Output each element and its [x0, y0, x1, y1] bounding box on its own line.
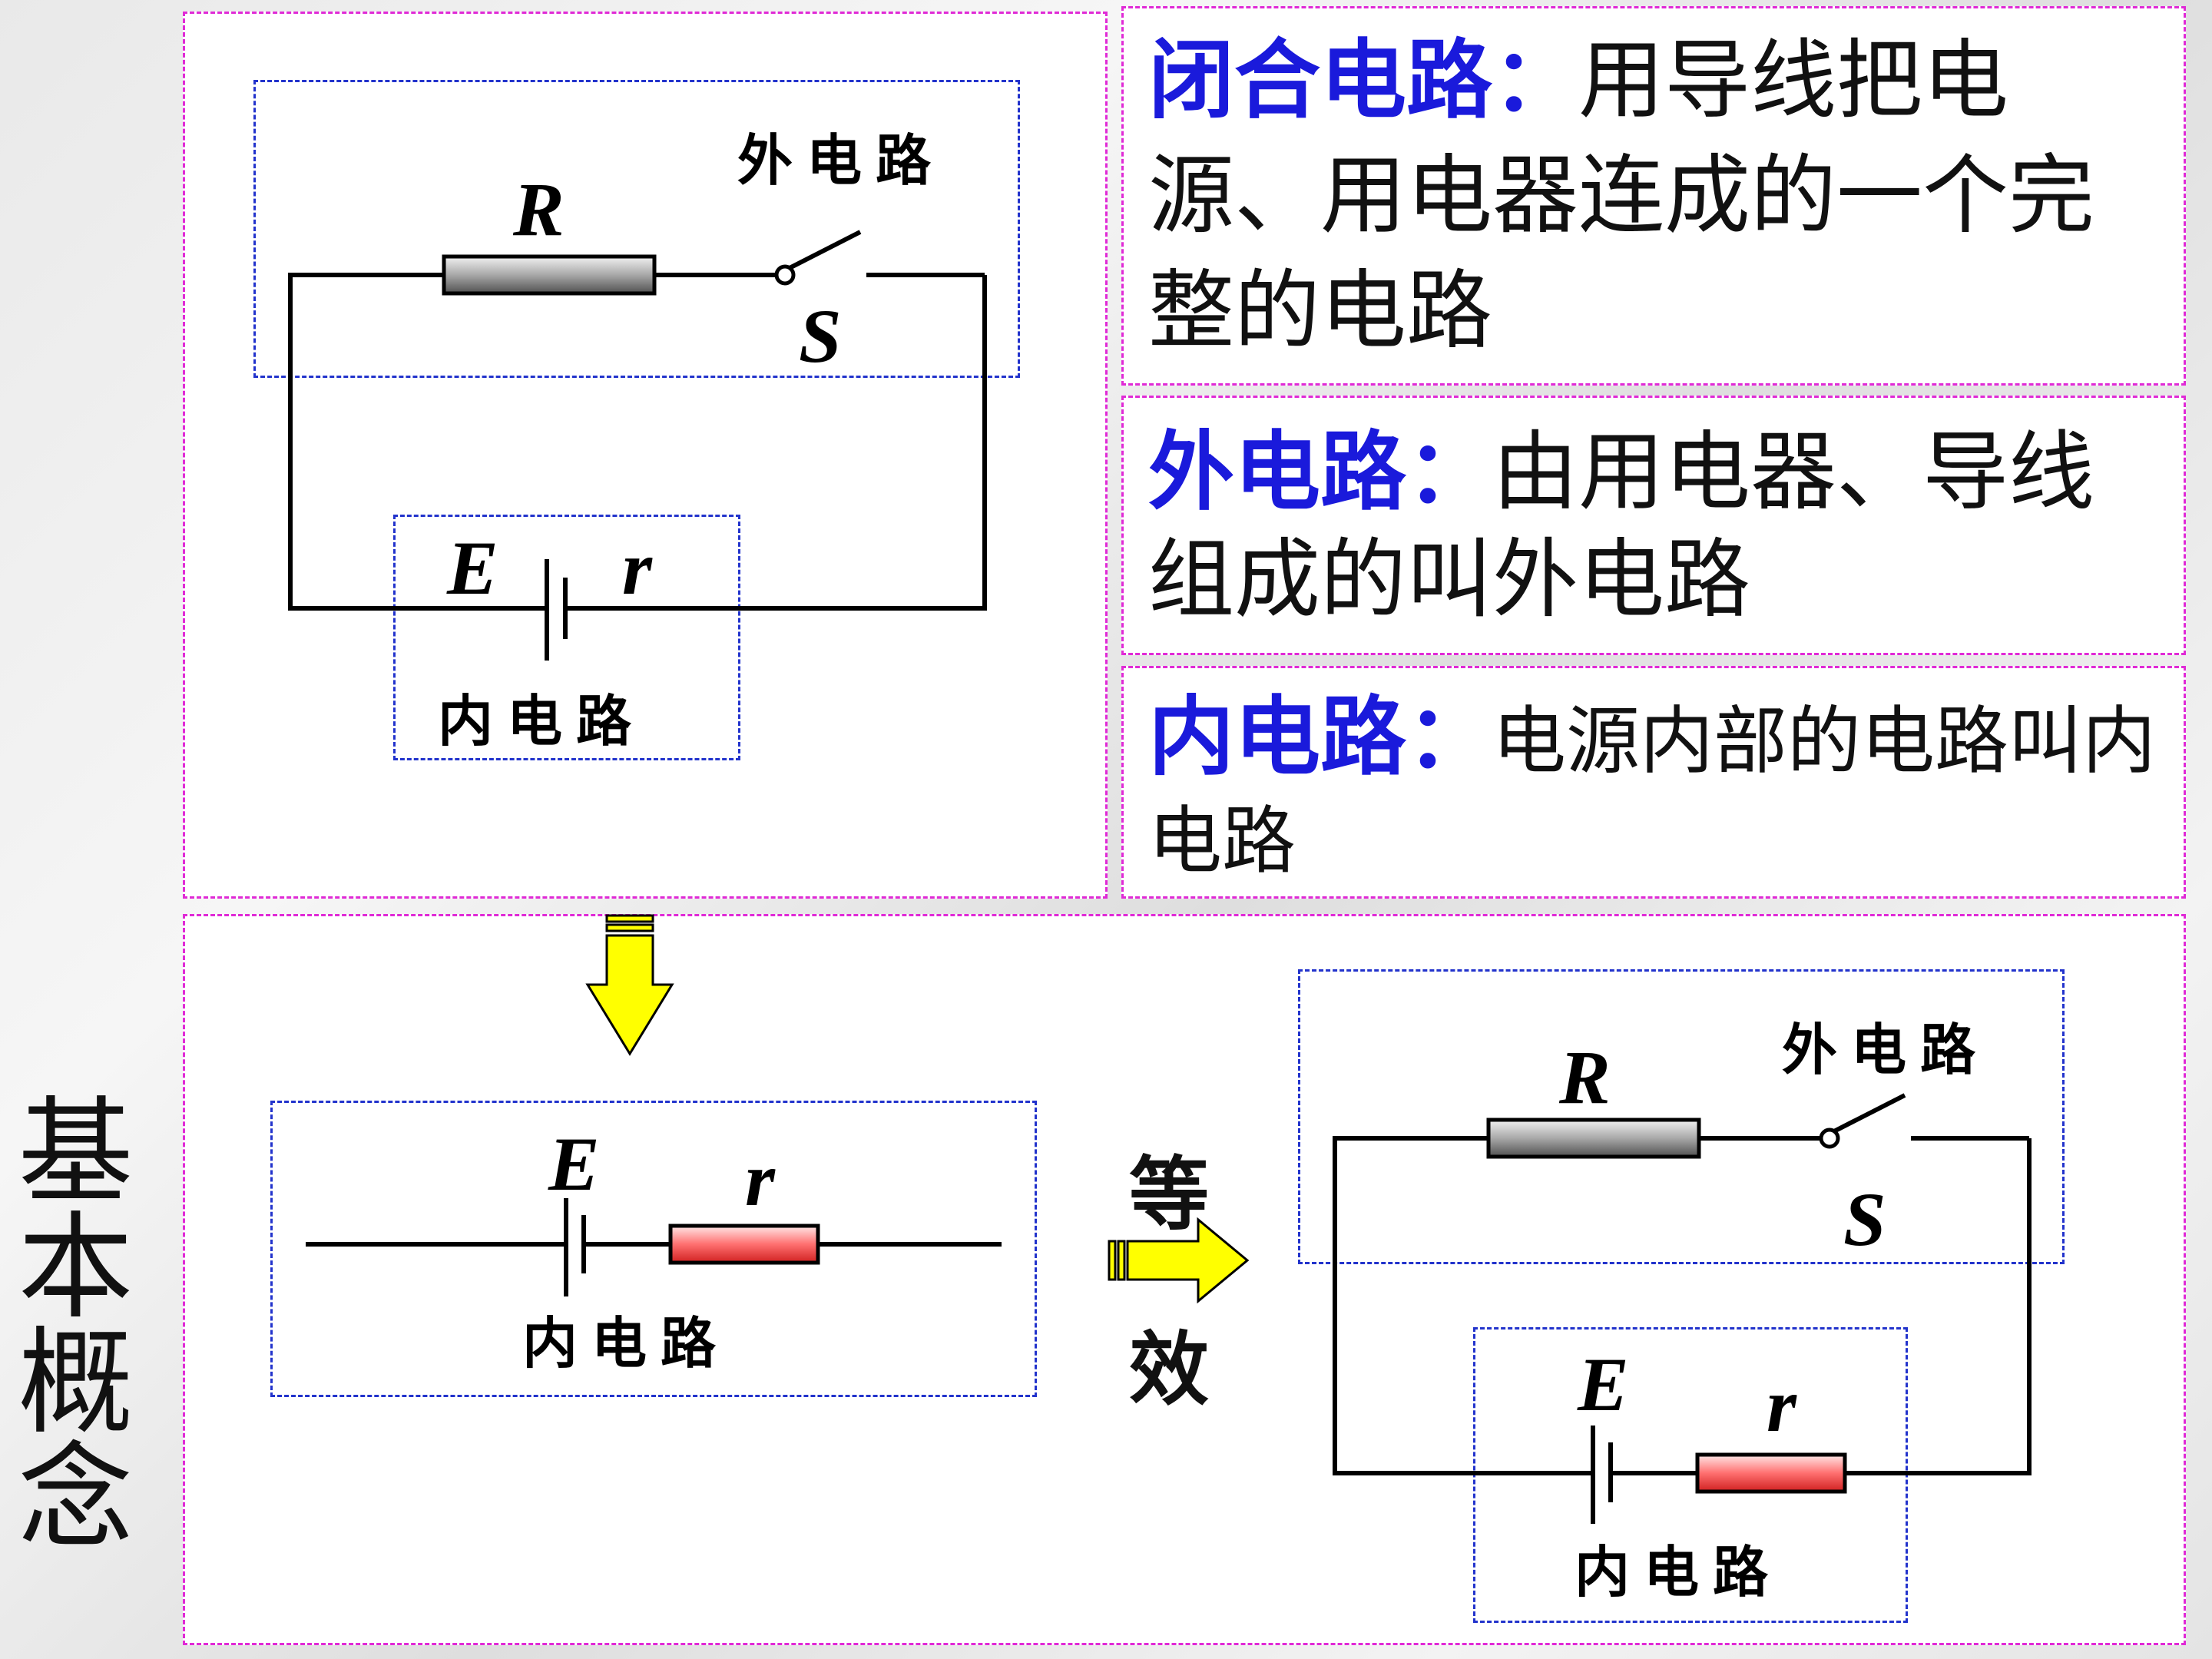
right-internal-resistor-r: [1695, 1452, 1847, 1494]
outer-region-box-top: [253, 80, 1020, 378]
inner-region-box-top: [393, 515, 740, 760]
top-r-label: r: [622, 525, 652, 611]
outer-circuit-term: 外电路：: [1148, 422, 1492, 522]
outer-region-box-right: [1298, 969, 2065, 1264]
standalone-r-label: r: [745, 1137, 775, 1222]
top-R-label: R: [513, 167, 565, 252]
closed-circuit-term: 闭合电路：: [1148, 31, 1578, 131]
right-resistor-R: [1486, 1118, 1701, 1159]
standalone-inner-circuit-label: 内电路: [522, 1311, 730, 1376]
inner-circuit-term: 内电路：: [1148, 687, 1492, 787]
top-switch-contact: [774, 264, 796, 286]
standalone-inner-circuit: [306, 1198, 1002, 1296]
right-S-label: S: [1843, 1177, 1886, 1262]
right-inner-circuit-label: 内电路: [1575, 1540, 1783, 1604]
right-switch-contact: [1819, 1128, 1840, 1149]
top-inner-circuit-label: 内电路: [438, 689, 646, 753]
top-outer-circuit-label: 外电路: [737, 128, 945, 193]
top-E-label: E: [447, 525, 498, 611]
right-outer-circuit-label: 外电路: [1782, 1018, 1990, 1082]
right-R-label: R: [1559, 1035, 1611, 1120]
inner-circuit-text: 电源内部的电路叫内电路: [1148, 698, 2156, 884]
equivalent-label-bottom: 效: [1129, 1323, 1210, 1416]
panel-closed-circuit-definition: [1121, 6, 2186, 386]
right-arrow-icon: [1108, 1217, 1250, 1304]
panel-outer-circuit-definition: [1121, 396, 2186, 655]
right-r-label: r: [1767, 1363, 1796, 1448]
top-resistor-R: [442, 254, 657, 296]
right-circuit: [1333, 1093, 2032, 1524]
top-circuit: [288, 230, 987, 661]
outer-circuit-text: 由用电器、导线组成的叫外电路: [1148, 422, 2094, 630]
top-S-label: S: [799, 293, 842, 379]
right-E-label: E: [1578, 1342, 1629, 1427]
inner-region-box-standalone: [270, 1101, 1037, 1397]
inner-circuit-definition: 内电路：电源内部的电路叫内电路: [1148, 687, 2170, 891]
down-arrow-icon: [585, 914, 674, 1056]
equivalent-label-top: 等: [1129, 1147, 1210, 1241]
side-title: 基本概念: [0, 1091, 132, 1551]
closed-circuit-definition: 闭合电路：用导线把电源、用电器连成的一个完整的电路: [1148, 23, 2177, 369]
standalone-internal-resistor-r: [668, 1224, 820, 1265]
outer-circuit-definition: 外电路：由用电器、导线组成的叫外电路: [1148, 419, 2162, 634]
panel-top-left-circuit: [183, 12, 1108, 899]
standalone-E-label: E: [548, 1121, 600, 1207]
closed-circuit-text: 用导线把电源、用电器连成的一个完整的电路: [1148, 31, 2094, 361]
panel-inner-circuit-definition: [1121, 666, 2186, 899]
